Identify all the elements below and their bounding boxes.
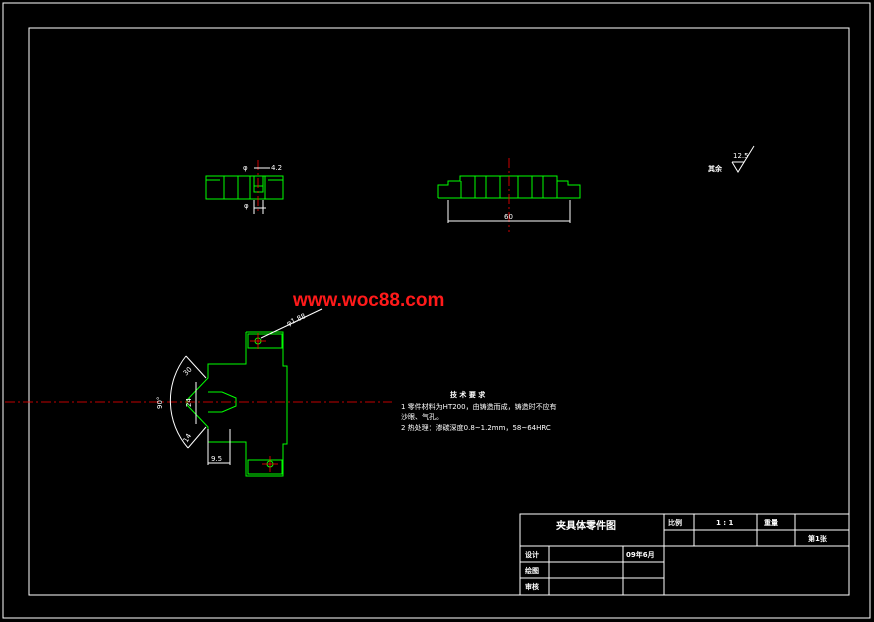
title-block: 夹具体零件图 比例 1 : 1 重量 第1张 设计 09年6月 绘图 审核 [519, 513, 850, 596]
dim-hole-label: φ1.88 [285, 312, 307, 328]
technical-requirements: 技 术 要 求 1 零件材料为HT200，由铸造而成，铸造时不应有 沙眼、气孔。… [401, 390, 557, 432]
scale-value: 1 : 1 [716, 519, 734, 527]
surface-roughness-symbol: 12.5 其余 [708, 145, 755, 173]
dim-height-label: 24 [185, 398, 193, 407]
drawer-label: 绘图 [525, 566, 539, 575]
watermark-text: www.woc88.com [293, 290, 445, 311]
top-right-view: 60 [437, 158, 581, 232]
top-right-outline [437, 175, 581, 199]
top-left-body [205, 175, 284, 200]
main-plan-view: φ1.88 90° 24 30 14 9.5 [5, 308, 392, 477]
bottom-lug [247, 459, 283, 475]
dim-width-label: 4.2 [271, 164, 282, 172]
scale-label: 比例 [668, 518, 682, 527]
dim-length-label: 60 [504, 213, 513, 221]
tech-line-3: 2 热处理：渗碳深度0.8~1.2mm，58~64HRC [401, 423, 551, 432]
dim-angle-label: 90° [156, 397, 164, 409]
dim-depth-label: 9.5 [211, 455, 222, 463]
angle-arc [169, 355, 189, 449]
top-left-view: 4.2 φ φ [205, 160, 284, 214]
plan-outline [186, 331, 288, 477]
roughness-label: 其余 [708, 164, 723, 173]
part-name: 夹具体零件图 [556, 519, 616, 532]
weight-label: 重量 [764, 518, 778, 527]
reviewer-label: 审核 [525, 582, 539, 591]
tech-line-1: 1 零件材料为HT200，由铸造而成，铸造时不应有 [401, 402, 557, 411]
date-value: 09年6月 [626, 550, 655, 559]
dim-phi-top-label: φ [243, 164, 248, 172]
top-lug [247, 333, 283, 349]
tech-title: 技 术 要 求 [450, 390, 486, 399]
tech-line-2: 沙眼、气孔。 [401, 412, 443, 421]
dim-chamfer-bottom-label: 14 [182, 432, 194, 444]
top-left-slot [253, 175, 264, 193]
dim-chamfer-top-label: 30 [182, 365, 194, 377]
inner-drawing-frame [28, 27, 850, 596]
designer-label: 设计 [525, 550, 539, 559]
dim-phi-bottom-label: φ [244, 202, 249, 210]
roughness-value: 12.5 [733, 152, 749, 160]
sheet-number: 第1张 [808, 534, 828, 543]
